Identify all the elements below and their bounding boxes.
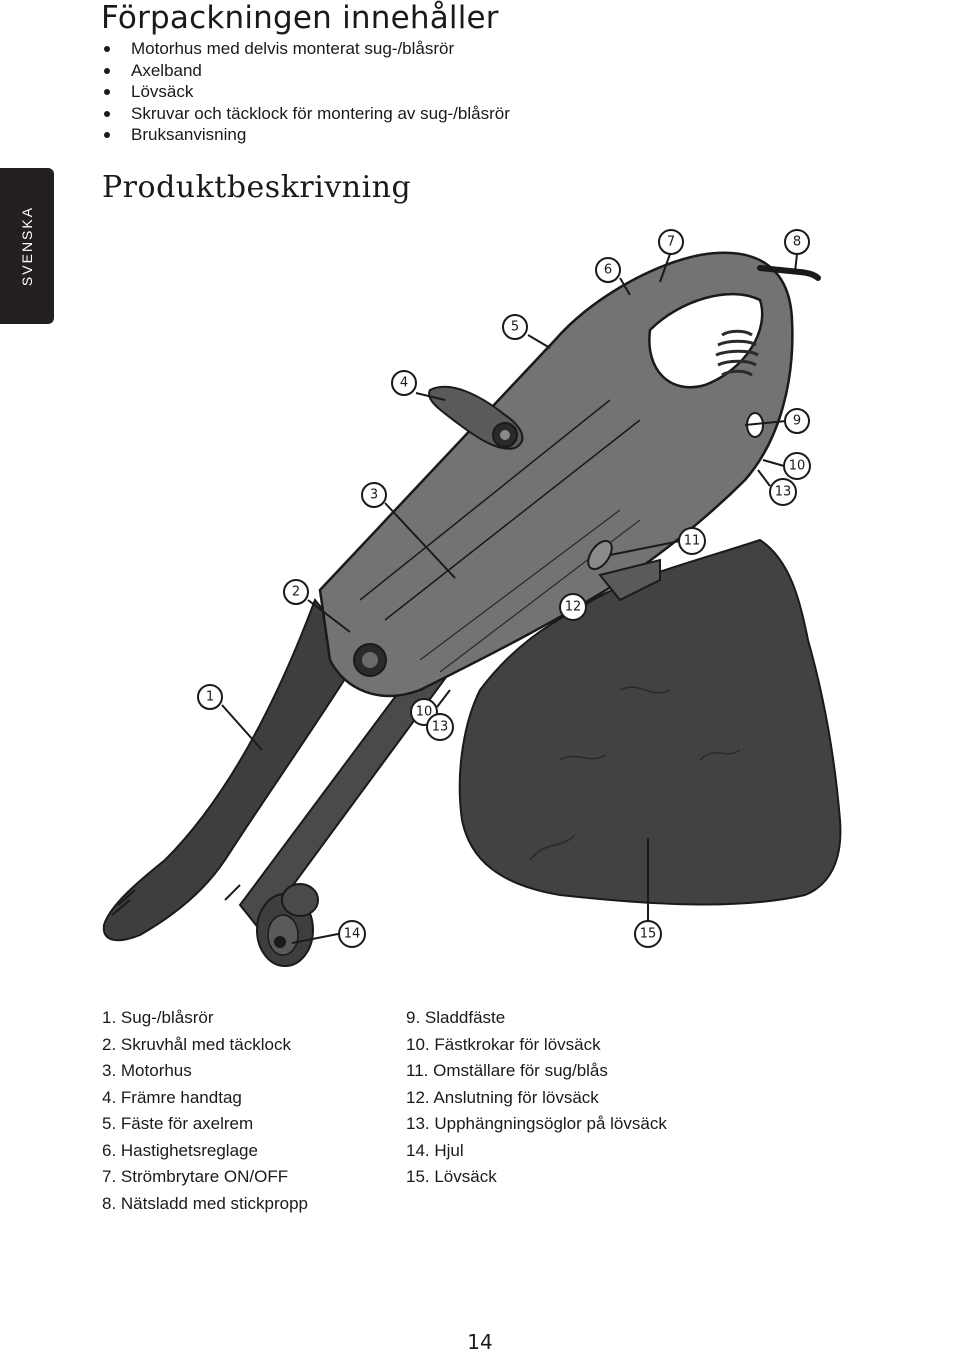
package-contents-list: Motorhus med delvis monterat sug-/blåsrö… bbox=[103, 38, 510, 146]
callout-label-13: 13 bbox=[775, 485, 792, 500]
callout-label-3: 3 bbox=[370, 488, 378, 503]
callout-4 bbox=[391, 370, 417, 396]
legend-item: 12. Anslutning för lövsäck bbox=[406, 1087, 599, 1107]
callout-8 bbox=[784, 229, 810, 255]
callout-label-2: 2 bbox=[292, 585, 300, 600]
callout-5 bbox=[502, 314, 528, 340]
legend-item: 4. Främre handtag bbox=[102, 1087, 242, 1107]
list-item: Axelband bbox=[103, 60, 510, 82]
product-description-title: Produktbeskrivning bbox=[102, 170, 412, 205]
wheel bbox=[256, 883, 319, 967]
callout-10 bbox=[783, 452, 811, 480]
callout-6 bbox=[595, 257, 621, 283]
callout-label-8: 8 bbox=[793, 235, 801, 250]
legend-item: 8. Nätsladd med stickpropp bbox=[102, 1193, 308, 1213]
callout-label-4: 4 bbox=[400, 376, 408, 391]
legend-item: 2. Skruvhål med täcklock bbox=[102, 1034, 291, 1054]
page-number: 14 bbox=[467, 1330, 493, 1354]
callout-label-1: 1 bbox=[206, 690, 214, 705]
vent-grille bbox=[715, 329, 759, 377]
leaf-bag bbox=[458, 538, 842, 906]
callout-13 bbox=[769, 478, 797, 506]
callout-7 bbox=[658, 229, 684, 255]
callout-label-10: 10 bbox=[416, 705, 433, 720]
legend-item: 14. Hjul bbox=[406, 1140, 464, 1160]
callout-label-12: 12 bbox=[565, 600, 582, 615]
callout-1 bbox=[197, 684, 223, 710]
callout-9 bbox=[784, 408, 810, 434]
callout-14 bbox=[338, 920, 366, 948]
callout-lines bbox=[221, 253, 798, 944]
callout-label-13: 13 bbox=[432, 720, 449, 735]
language-tab: SVENSKA bbox=[0, 168, 54, 324]
suction-tube bbox=[102, 598, 362, 942]
callout-label-5: 5 bbox=[511, 320, 519, 335]
callout-label-6: 6 bbox=[604, 263, 612, 278]
legend-item: 6. Hastighetsreglage bbox=[102, 1140, 258, 1160]
parts-legend-left: 1. Sug-/blåsrör 2. Skruvhål med täcklock… bbox=[102, 1005, 308, 1217]
list-item: Motorhus med delvis monterat sug-/blåsrö… bbox=[103, 38, 510, 60]
callout-15 bbox=[634, 920, 662, 948]
callout-label-15: 15 bbox=[640, 927, 657, 942]
parts-legend-right: 9. Sladdfäste 10. Fästkrokar för lövsäck… bbox=[406, 1005, 667, 1191]
legend-item: 5. Fäste för axelrem bbox=[102, 1114, 254, 1133]
legend-item: 15. Lövsäck bbox=[406, 1167, 497, 1186]
list-item: Bruksanvisning bbox=[103, 124, 510, 146]
callout-label-11: 11 bbox=[684, 534, 701, 549]
callout-13 bbox=[426, 713, 454, 741]
callout-3 bbox=[361, 482, 387, 508]
list-item: Lövsäck bbox=[103, 81, 510, 103]
legend-item: 9. Sladdfäste bbox=[406, 1008, 506, 1027]
callout-labels: 1 2 3 4 5 6 7 8 9 10 13 11 12 10 13 14 1… bbox=[206, 235, 805, 942]
callout-label-9: 9 bbox=[793, 414, 801, 429]
legend-item: 7. Strömbrytare ON/OFF bbox=[102, 1167, 289, 1186]
legend-item: 10. Fästkrokar för lövsäck bbox=[406, 1034, 601, 1054]
callout-12 bbox=[559, 593, 587, 621]
legend-item: 3. Motorhus bbox=[102, 1061, 192, 1080]
callout-label-14: 14 bbox=[344, 927, 361, 942]
legend-item: 11. Omställare för sug/blås bbox=[406, 1061, 608, 1080]
list-item: Skruvar och täcklock för montering av su… bbox=[103, 103, 510, 125]
callouts bbox=[197, 229, 811, 948]
callout-2 bbox=[283, 579, 309, 605]
legend-item: 1. Sug-/blåsrör bbox=[102, 1008, 214, 1027]
leaf-blower-illustration: 1 2 3 4 5 6 7 8 9 10 13 11 12 10 13 14 1… bbox=[102, 229, 842, 967]
callout-label-10: 10 bbox=[789, 459, 806, 474]
callout-label-7: 7 bbox=[667, 235, 675, 250]
package-contents-title: Förpackningen innehåller bbox=[101, 0, 499, 36]
legend-item: 13. Upphängningsöglor på lövsäck bbox=[406, 1114, 667, 1133]
callout-11 bbox=[678, 527, 706, 555]
